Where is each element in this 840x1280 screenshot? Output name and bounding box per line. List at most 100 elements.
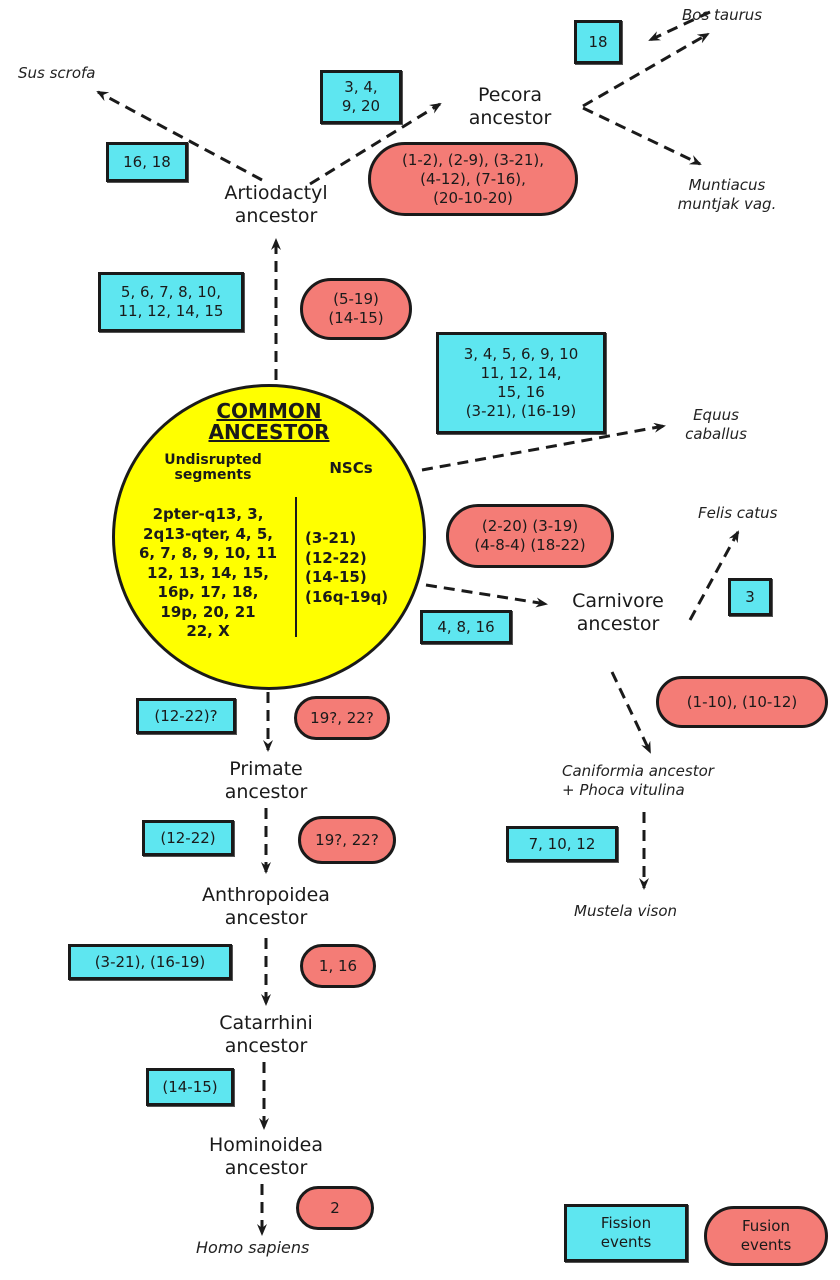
fission-primate[interactable]: (12-22)?: [136, 698, 236, 734]
arrow-artiodactyl-to-pecora: [309, 102, 442, 186]
fusion-artiodactyl[interactable]: (5-19) (14-15): [300, 278, 412, 340]
node-label: ancestor: [234, 205, 318, 227]
node-label: ancestor: [468, 107, 552, 129]
fission-sus[interactable]: 16, 18: [106, 142, 188, 182]
fission-text: (3-21), (16-19): [94, 952, 206, 971]
segments-header-line-2: segments: [174, 467, 252, 483]
node-label: Anthropoidea: [202, 884, 330, 906]
species-mustela-vison[interactable]: Mustela vison: [574, 902, 678, 920]
fission-pecora[interactable]: 3, 4, 9, 20: [320, 70, 402, 124]
fusion-text: 19?, 22?: [310, 708, 374, 727]
pecora-ancestor-node[interactable]: Pecora ancestor: [440, 84, 580, 130]
catarrhini-ancestor-node[interactable]: Catarrhini ancestor: [196, 1012, 336, 1058]
species-muntiacus[interactable]: Muntiacus muntjak vag.: [662, 176, 792, 214]
arrow-pecora-to-muntiacus: [582, 106, 702, 166]
nsc-item: (3-21): [305, 529, 357, 547]
node-label: Primate: [229, 758, 303, 780]
arrow-pecora-to-bos: [648, 10, 711, 42]
column-divider: [295, 497, 297, 637]
fission-mustela[interactable]: 7, 10, 12: [506, 826, 618, 862]
fusion-text: (20-10-20): [433, 188, 513, 207]
fission-text: 11, 12, 14,: [480, 364, 562, 382]
segment-item: 12, 13, 14, 15,: [147, 563, 269, 582]
arrow-common-to-equus: [421, 422, 666, 472]
segment-item: 6, 7, 8, 9, 10, 11: [138, 544, 278, 562]
fission-text: (12-22): [160, 828, 216, 847]
species-equus-caballus[interactable]: Equus caballus: [676, 406, 756, 444]
artiodactyl-ancestor-node[interactable]: Artiodactyl ancestor: [196, 182, 356, 228]
fission-artiodactyl[interactable]: 5, 6, 7, 8, 10, 11, 12, 14, 15: [98, 272, 244, 332]
arrow-carnivore-to-caniformia: [610, 671, 652, 754]
species-label: caballus: [685, 425, 747, 443]
fusion-catarrhini[interactable]: 1, 16: [300, 944, 376, 988]
species-felis-catus[interactable]: Felis catus: [698, 504, 778, 522]
nsc-item: (16q-19q): [305, 587, 389, 606]
fission-text: 9, 20: [341, 97, 381, 115]
fusion-text: 19?, 22?: [315, 830, 379, 849]
anthropoidea-ancestor-node[interactable]: Anthropoidea ancestor: [176, 884, 356, 930]
fission-equus[interactable]: 3, 4, 5, 6, 9, 10 11, 12, 14, 15, 16 (3-…: [436, 332, 606, 434]
fusion-text: 2: [330, 1198, 340, 1217]
hominoidea-ancestor-node[interactable]: Hominoidea ancestor: [186, 1134, 346, 1180]
node-label: Caniformia ancestor: [562, 762, 714, 780]
fission-text: 4, 8, 16: [437, 617, 495, 636]
fusion-text: (4-12), (7-16),: [420, 169, 526, 188]
fission-text: 3: [745, 587, 755, 606]
fusion-text: (14-15): [328, 309, 384, 327]
fission-text: 18: [588, 32, 608, 51]
common-ancestor-node[interactable]: COMMON ANCESTOR Undisrupted segments NSC…: [112, 384, 426, 690]
nsc-item: (14-15): [305, 568, 367, 586]
undisrupted-segments-header: Undisrupted segments: [143, 453, 283, 483]
node-label: Carnivore: [572, 590, 664, 612]
node-label: ancestor: [576, 613, 660, 635]
fusion-text: 1, 16: [318, 956, 358, 975]
nscs-list: (3-21)(12-22)(14-15)(16q-19q): [305, 529, 405, 607]
fusion-pecora[interactable]: (1-2), (2-9), (3-21), (4-12), (7-16), (2…: [368, 142, 578, 216]
caniformia-ancestor-node[interactable]: Caniformia ancestor + Phoca vitulina: [562, 762, 792, 800]
species-label: muntjak vag.: [677, 195, 777, 213]
common-ancestor-title: COMMON ANCESTOR: [115, 401, 423, 443]
fission-felis[interactable]: 3: [728, 578, 772, 616]
fission-text: (14-15): [162, 1077, 218, 1096]
species-sus-scrofa[interactable]: Sus scrofa: [18, 64, 96, 82]
species-homo-sapiens[interactable]: Homo sapiens: [196, 1238, 310, 1257]
segment-item: 2q13-qter, 4, 5,: [143, 524, 273, 543]
node-label: Hominoidea: [208, 1134, 324, 1156]
fission-text: 5, 6, 7, 8, 10,: [120, 283, 222, 301]
fusion-text: (1-10), (10-12): [686, 692, 798, 711]
segment-item: 16p, 17, 18,: [157, 583, 259, 601]
fusion-anthropoidea[interactable]: 19?, 22?: [298, 816, 396, 864]
node-label: ancestor: [224, 1157, 308, 1179]
fusion-text: (1-2), (2-9), (3-21),: [402, 150, 544, 169]
fission-text: 3, 4,: [344, 78, 378, 96]
node-label: Catarrhini: [219, 1012, 313, 1034]
species-bos-taurus[interactable]: Bos taurus: [682, 6, 763, 24]
fission-text: 16, 18: [123, 152, 171, 171]
fusion-text: (5-19): [333, 290, 379, 308]
legend-text: events: [740, 1236, 792, 1254]
fission-anthropoidea[interactable]: (12-22): [142, 820, 234, 856]
node-label: Artiodactyl: [224, 182, 328, 204]
fusion-homo[interactable]: 2: [296, 1186, 374, 1230]
fission-text: 7, 10, 12: [528, 834, 596, 853]
fusion-caniformia[interactable]: (1-10), (10-12): [656, 676, 828, 728]
fission-catarrhini[interactable]: (3-21), (16-19): [68, 944, 232, 980]
fission-bos[interactable]: 18: [574, 20, 622, 64]
legend-fission: Fission events: [564, 1204, 688, 1262]
fission-hominoidea[interactable]: (14-15): [146, 1068, 234, 1106]
fusion-text: (2-20) (3-19): [481, 517, 579, 535]
arrow-artiodactyl-to-sus: [96, 90, 263, 182]
fission-text: 11, 12, 14, 15: [118, 302, 224, 320]
node-label: ancestor: [224, 1035, 308, 1057]
fission-text: (3-21), (16-19): [465, 402, 577, 420]
fusion-carnivore[interactable]: (2-20) (3-19) (4-8-4) (18-22): [446, 504, 614, 568]
species-label: Equus: [693, 406, 739, 424]
primate-ancestor-node[interactable]: Primate ancestor: [196, 758, 336, 804]
fission-carnivore[interactable]: 4, 8, 16: [420, 610, 512, 644]
segment-item: 22, X: [186, 622, 230, 640]
fusion-primate[interactable]: 19?, 22?: [294, 696, 390, 740]
fission-text: (12-22)?: [154, 706, 218, 725]
title-line-1: COMMON: [216, 399, 322, 423]
carnivore-ancestor-node[interactable]: Carnivore ancestor: [548, 590, 688, 636]
